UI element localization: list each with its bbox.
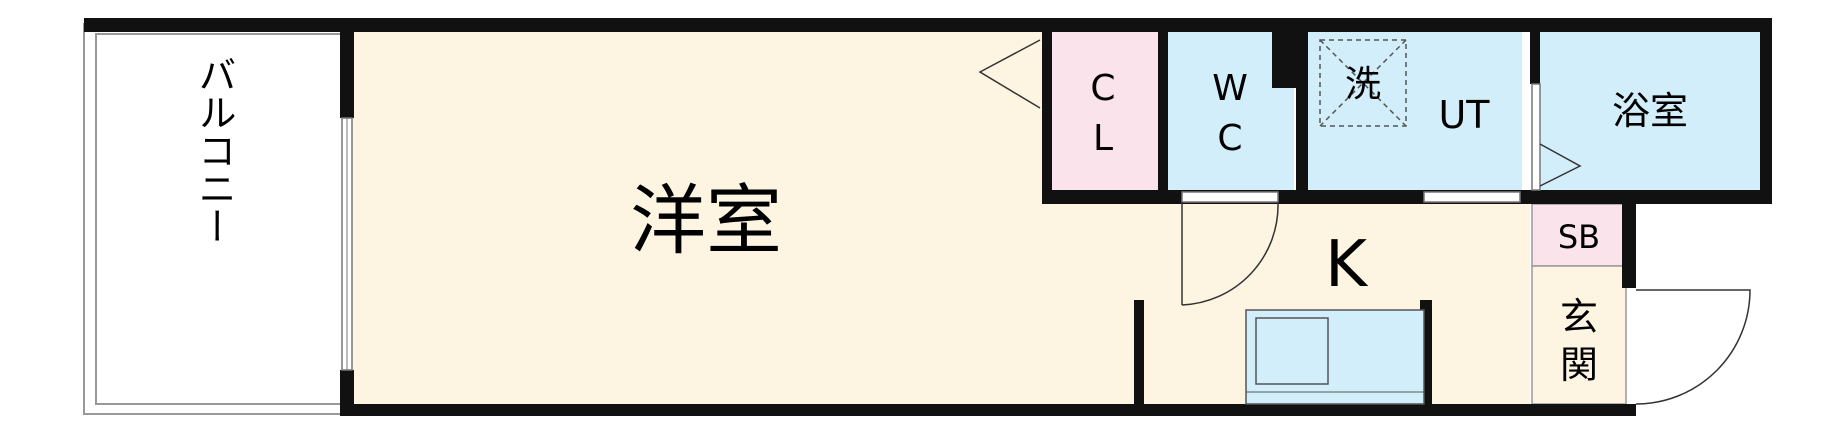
entrance-label-top: 玄 xyxy=(1560,295,1598,339)
closet-floor xyxy=(1050,30,1158,192)
door-openings xyxy=(1181,83,1541,203)
kitchen-counter xyxy=(1245,309,1425,405)
western-room-floor xyxy=(350,30,1150,404)
closet-label-top: C xyxy=(1090,68,1115,109)
balcony xyxy=(83,23,347,415)
western-room-label: 洋室 xyxy=(630,176,782,265)
door-swings xyxy=(978,39,1751,405)
washer-space xyxy=(1319,39,1407,127)
kitchen-label: K xyxy=(1325,228,1369,302)
entrance-label-bottom: 関 xyxy=(1560,343,1598,387)
wc-label-bottom: C xyxy=(1217,118,1242,159)
balcony-label-char-1: バルコニー xyxy=(192,55,236,245)
utility-label: UT xyxy=(1438,93,1490,137)
balcony-window xyxy=(341,117,353,371)
utility-floor xyxy=(1306,30,1522,192)
bathroom-label: 浴室 xyxy=(1612,89,1688,133)
closet-label-bottom: L xyxy=(1093,118,1113,159)
wc-label-top: W xyxy=(1212,68,1248,109)
washer-label: 洗 xyxy=(1345,64,1381,105)
shoe-box-label: SB xyxy=(1558,218,1600,256)
